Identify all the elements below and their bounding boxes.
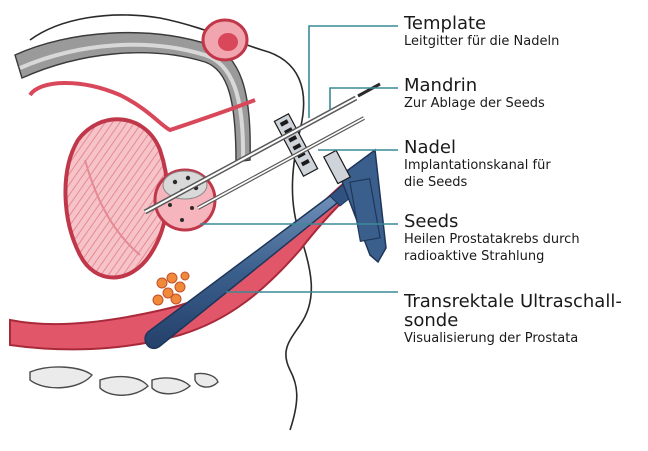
bladder — [65, 119, 167, 277]
label-mandrin-desc: Zur Ablage der Seeds — [404, 95, 545, 112]
seminal-vesicles — [153, 272, 189, 305]
label-seeds: Seeds Heilen Prostatakrebs durch radioak… — [404, 212, 580, 265]
bladder-wall — [30, 83, 255, 130]
label-nadel-title: Nadel — [404, 138, 551, 157]
label-nadel-desc-1: Implantationskanal für — [404, 157, 551, 174]
label-seeds-desc-1: Heilen Prostatakrebs durch — [404, 231, 580, 248]
label-template-desc: Leitgitter für die Nadeln — [404, 33, 559, 50]
label-seeds-desc-2: radioaktive Strahlung — [404, 248, 580, 265]
label-mandrin: Mandrin Zur Ablage der Seeds — [404, 76, 545, 112]
label-seeds-title: Seeds — [404, 212, 580, 231]
label-template-title: Template — [404, 14, 559, 33]
label-template: Template Leitgitter für die Nadeln — [404, 14, 559, 50]
label-nadel-desc-2: die Seeds — [404, 174, 551, 191]
label-nadel: Nadel Implantationskanal für die Seeds — [404, 138, 551, 191]
pelvic-bones — [30, 367, 218, 395]
label-mandrin-title: Mandrin — [404, 76, 545, 95]
leader-template — [309, 26, 398, 118]
label-sonde-title-1: Transrektale Ultraschall- — [404, 292, 622, 311]
label-sonde-title-2: sonde — [404, 311, 622, 330]
label-sonde-desc: Visualisierung der Prostata — [404, 330, 622, 347]
label-sonde: Transrektale Ultraschall- sonde Visualis… — [404, 292, 622, 347]
